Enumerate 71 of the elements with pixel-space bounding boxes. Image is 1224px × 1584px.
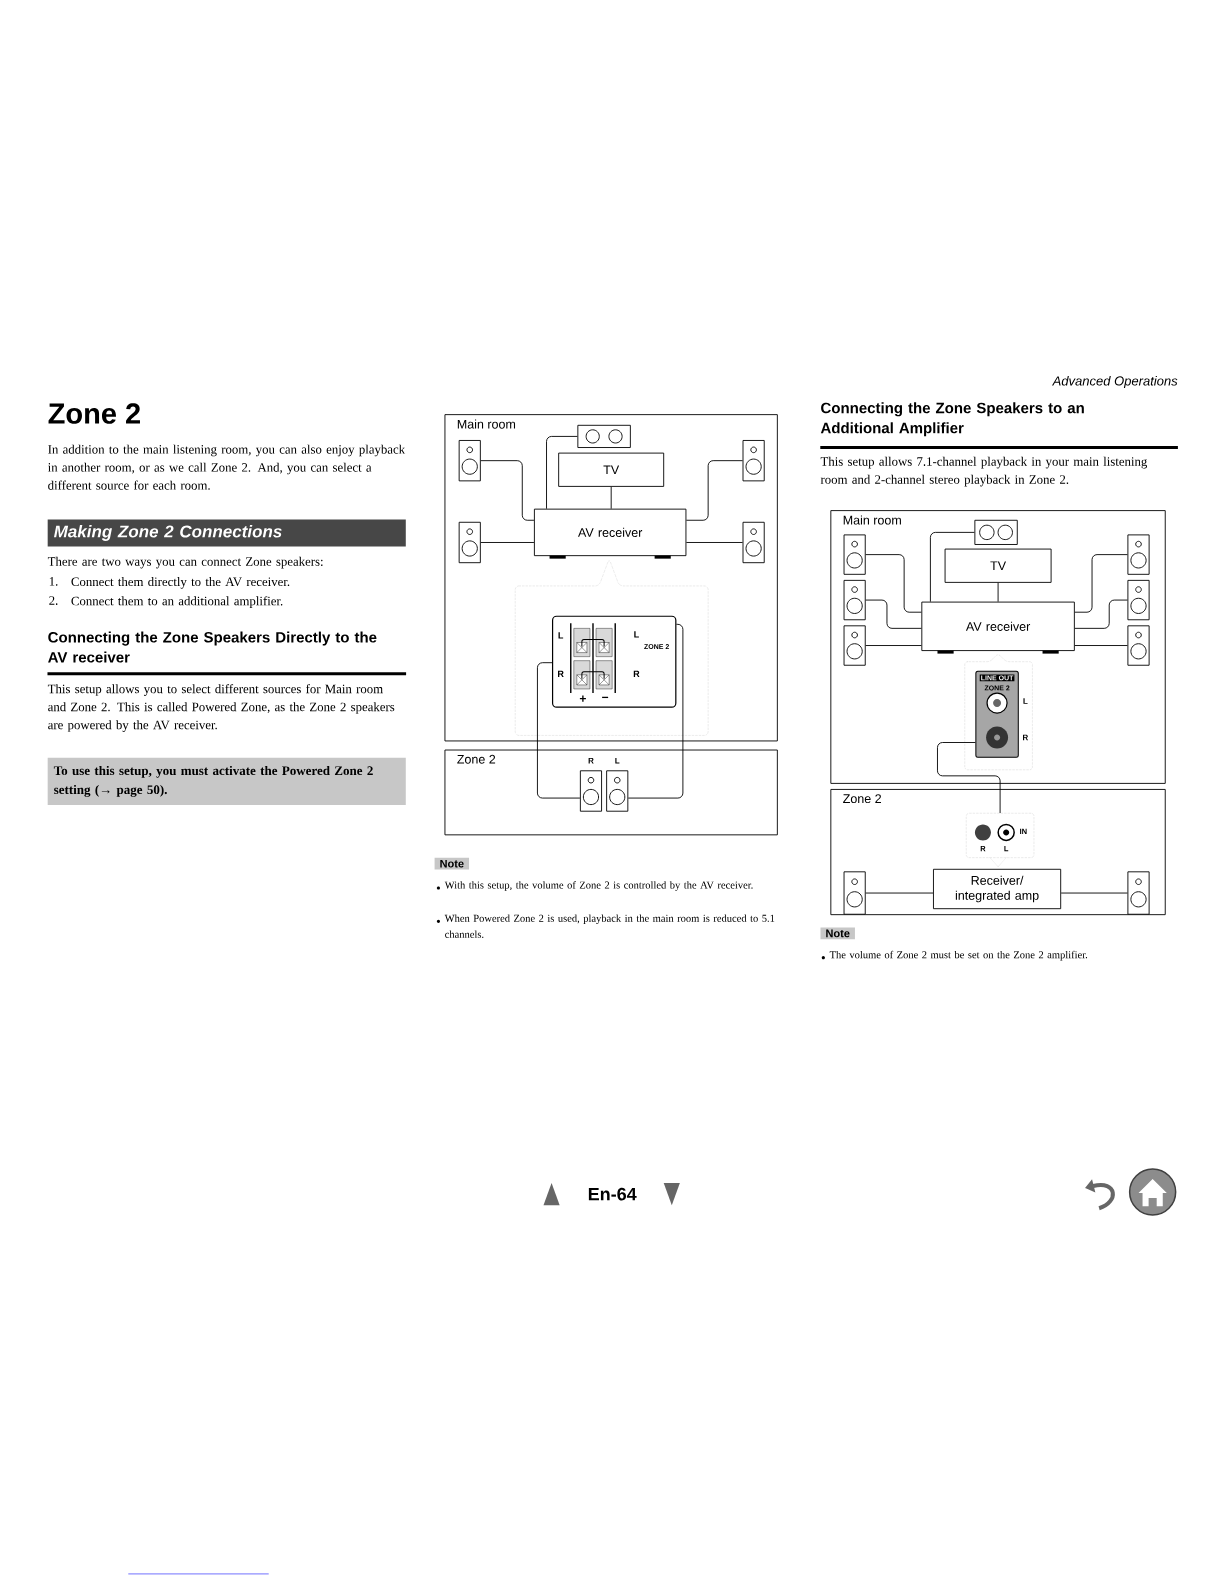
speaker (577, 424, 631, 448)
speaker (458, 521, 481, 564)
speaker (1127, 579, 1150, 621)
note-item: When Powered Zone 2 is used, playback in the main room is reduced to 5.1 channels. (444, 914, 775, 938)
room-label: Zone 2 (457, 754, 495, 764)
cable (627, 623, 684, 799)
cable (1074, 645, 1128, 646)
note-item: With this setup, the volume of Zone 2 is controlled by the AV receiver. (444, 881, 753, 891)
cable (685, 542, 743, 543)
room-label: Zone 2 (842, 794, 881, 804)
page-title: Zone 2 (48, 403, 140, 424)
speaker (843, 534, 866, 575)
amplifier-box: Receiver/ integrated amp (932, 868, 1061, 910)
channel-label: R (1022, 734, 1028, 741)
page-number: En-64 (588, 1187, 637, 1201)
section-heading: Connecting the Zone Speakers Directly to the AV receiver (47, 631, 377, 663)
tv-box: TV (944, 548, 1052, 583)
speaker (843, 871, 866, 915)
terminal-label: − (601, 696, 608, 699)
terminal-label: L (634, 631, 639, 638)
cable (936, 742, 1001, 814)
note-badge: Note (820, 927, 855, 940)
cable (685, 460, 743, 521)
cable (1074, 554, 1128, 613)
section-banner: Making Zone 2 Connections (47, 519, 406, 547)
cable (480, 460, 535, 521)
cable (997, 582, 999, 603)
terminal-label: L (558, 632, 563, 639)
speaker (742, 521, 765, 564)
cable (1060, 892, 1128, 894)
terminal-label: R (557, 670, 564, 677)
cable (929, 531, 975, 603)
terminal-label: R (633, 670, 640, 677)
channel-label: L (1023, 698, 1028, 704)
speaker (1127, 625, 1150, 666)
speaker (1127, 534, 1150, 575)
list-number: 2. (49, 596, 58, 605)
room-label: Main room (843, 515, 901, 525)
speaker (843, 625, 866, 666)
terminal-label: + (579, 695, 586, 702)
running-header: Advanced Operations (1051, 376, 1178, 389)
speaker (1127, 871, 1150, 915)
cable (610, 486, 612, 510)
notice-box: To use this setup, you must activate the Powered Zone 2 setting (→ page 50). (47, 757, 406, 805)
speaker (458, 440, 481, 482)
speaker (974, 519, 1018, 545)
receiver-box: AV receiver (921, 601, 1075, 654)
cable (865, 892, 934, 894)
note-badge: Note (434, 857, 469, 870)
paragraph: This setup allows you to select different sources for Main room and Zone 2. This is called Powered Zone, as the Zone 2 speakers are powered by the AV receiver. (47, 684, 395, 732)
cable (1074, 599, 1128, 629)
cable (480, 542, 535, 543)
paragraph: This setup allows 7.1-channel playback in your main listening room and 2-channel stereo playback in Zone 2. (820, 456, 1147, 487)
channel-label: R (588, 757, 594, 764)
note-item: The volume of Zone 2 must be set on the Zone 2 amplifier. (829, 950, 1087, 961)
cable (865, 645, 922, 646)
list-item: Connect them directly to the AV receiver. (71, 577, 290, 589)
speaker (742, 440, 765, 482)
cable (545, 435, 578, 510)
list-item: Connect them to an additional amplifier. (71, 596, 283, 608)
channel-label: L (615, 757, 620, 764)
cable (865, 599, 922, 629)
receiver-box: AV receiver (533, 508, 687, 559)
list-number: 1. (49, 577, 58, 586)
paragraph: In addition to the main listening room, you can also enjoy playback in another room, or as we call Zone 2. And, you can select a different source for each room. (47, 444, 405, 490)
cable (865, 554, 922, 613)
tv-box: TV (558, 452, 664, 487)
section-heading: Connecting the Zone Speakers to an Additional Amplifier (820, 402, 1084, 437)
room-label: Main room (457, 419, 515, 429)
speaker (843, 579, 866, 621)
paragraph: There are two ways you can connect Zone speakers: (47, 556, 323, 569)
